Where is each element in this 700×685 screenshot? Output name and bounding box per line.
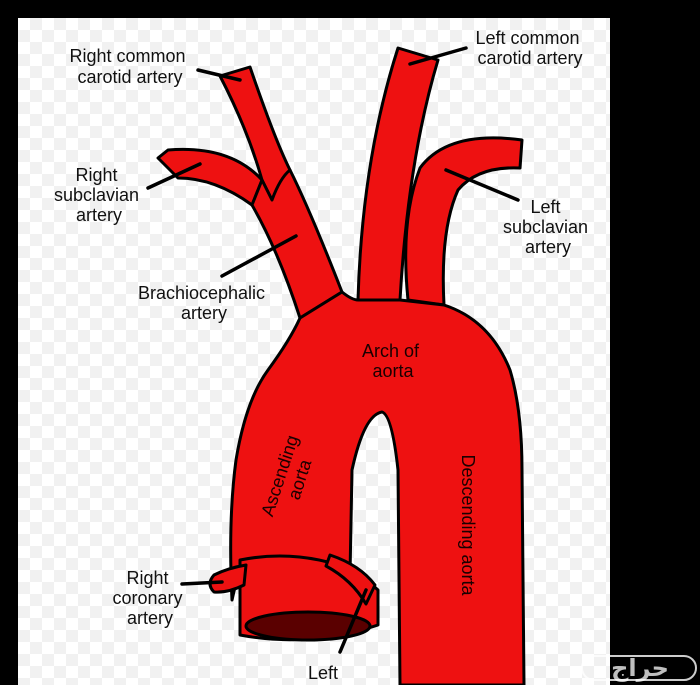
label-arch-of-aorta: Arch of aorta xyxy=(362,341,424,381)
brachiocephalic-vessel xyxy=(250,168,344,320)
left-coronary-vessel xyxy=(324,553,377,606)
label-right-subclavian: Right subclavian artery xyxy=(54,165,144,225)
leader-brachiocephalic xyxy=(220,234,298,278)
aortic-valve-opening xyxy=(244,610,372,642)
aorta-main-vessel xyxy=(229,290,526,685)
haraj-logo-watermark-icon xyxy=(581,655,697,681)
label-descending-aorta: Descending aorta xyxy=(458,454,478,596)
watermark-text: حراج xyxy=(611,654,669,682)
label-left-subclavian: Left subclavian artery xyxy=(503,197,593,257)
leader-left-subclavian xyxy=(444,168,520,202)
leader-left-common-carotid xyxy=(408,46,468,66)
label-left-coronary: Left xyxy=(308,663,338,683)
label-brachiocephalic: Brachiocephalic artery xyxy=(138,283,270,323)
leader-right-common-carotid xyxy=(196,68,242,82)
right-coronary-vessel xyxy=(208,563,248,594)
leader-right-subclavian xyxy=(146,162,202,190)
leader-left-coronary xyxy=(338,588,368,654)
label-right-coronary: Right coronary artery xyxy=(112,568,187,628)
label-right-common-carotid: Right common carotid artery xyxy=(69,46,190,87)
label-left-common-carotid: Left common carotid artery xyxy=(475,28,584,68)
leader-right-coronary xyxy=(180,580,224,586)
